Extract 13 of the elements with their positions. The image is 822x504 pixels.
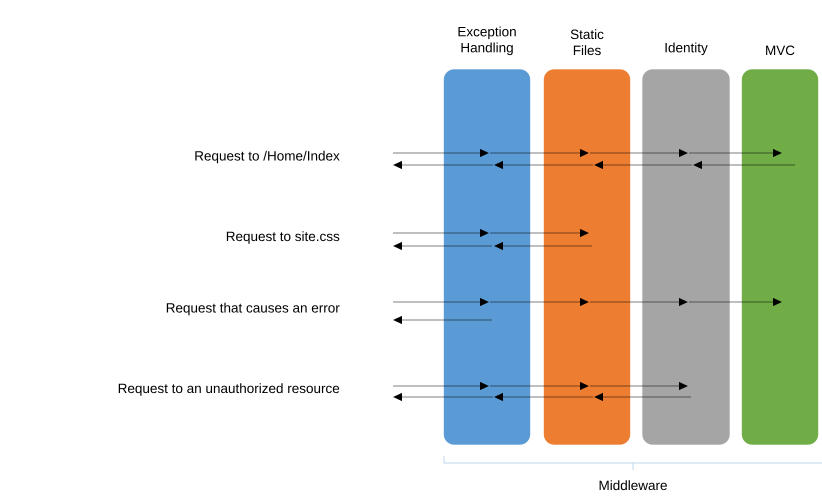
bracket-label: Middleware [600,480,667,490]
request-label: Request to site.css [226,231,340,244]
request-label: Request to an unauthorized resource [118,383,340,396]
request-label: Request to /Home/Index [195,150,340,164]
middleware-column: Exception Handling [444,26,530,445]
node-label: Identity [665,42,708,56]
node-label: Exception Handling [458,26,516,56]
middleware-column: Static Files [544,29,630,445]
request-label: Request that causes an error [166,302,340,316]
node-label: Static Files [570,29,604,56]
middleware-column: Identity [642,42,730,445]
node-label: MVC [766,46,794,56]
middleware-column: MVC [742,46,818,445]
